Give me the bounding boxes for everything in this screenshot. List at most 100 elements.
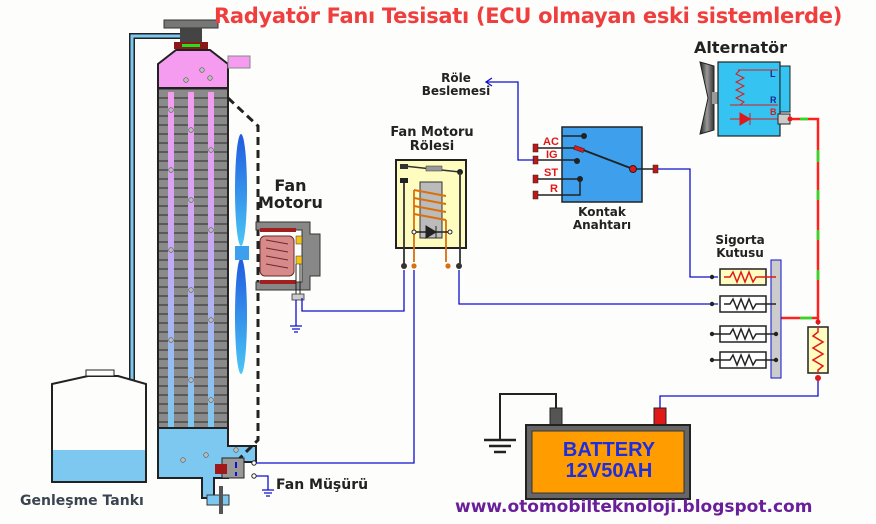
wire-thermoswitch-ground [256,475,269,490]
battery-label-area [531,430,685,494]
label-fan-motor-relay: Fan Motoru Rölesi [384,126,480,153]
expansion-tank-coolant [53,450,145,481]
relay-pin [445,263,451,269]
drain-cock-handle [219,486,223,514]
battery-label-line2: 12V50AH [565,460,653,482]
label-line: Beslemesi [421,83,491,98]
label-relay-supply: Röle Beslemesi [420,72,492,97]
label-ignition-switch: Kontak Anahtarı [560,206,644,231]
label-line: Fan [274,176,307,195]
relay-pin [456,263,462,269]
battery [525,407,691,500]
coolant-bubbles [168,67,239,463]
radiator-tube [188,92,194,428]
label-line: Kontak [578,205,626,219]
brush [295,255,303,265]
battery-positive-terminal [653,407,667,427]
ignition-switch-body [561,126,643,203]
fuse-box [709,259,829,379]
fuse-busbar [770,259,782,379]
alternator-terminal-r: R [770,95,777,105]
terminal-ig: IG [546,149,558,161]
alternator-diode [739,112,751,126]
terminal-r: R [550,183,558,195]
relay-diode [425,225,437,239]
armature [259,235,295,277]
fan-motor-housing [255,221,321,291]
upper-hose [227,55,251,69]
ignition-switch-lever [577,147,634,170]
alternator-terminal-b: B [770,107,777,117]
radiator-tube [208,92,214,428]
relay-pin [411,263,417,269]
brush [295,235,303,245]
fan-blade-bottom [235,258,247,374]
terminal-ac: AC [543,136,559,148]
battery-label-line1: BATTERY [562,439,656,461]
wire-battery-positive [659,378,819,410]
field-coil-bottom [260,280,296,284]
fan-thermoswitch [215,457,257,479]
label-line: Rölesi [409,138,455,154]
wire-battery-negative [499,393,557,440]
ground-icon [262,489,274,497]
fan-motor-relay [395,159,467,269]
label-expansion-tank: Genleşme Tankı [20,493,144,509]
radiator-tube [168,92,174,428]
radiator [129,19,257,514]
radiator-cap [163,19,219,29]
footer-url[interactable]: www.otomobilteknoloji.blogspot.com [455,497,813,517]
fan-assembly [226,96,260,472]
alternator [699,61,791,137]
alternator-body [717,61,781,137]
battery-label: BATTERY 12V50AH [540,440,678,482]
wire-relay-to-motor [301,270,405,312]
terminal-st: ST [544,167,559,179]
ground-icon [290,325,302,333]
fuse [712,325,776,343]
label-line: Fan Motoru [390,125,474,140]
main-fuse [807,326,829,374]
ground-symbols [262,325,302,497]
label-fan-motor: Fan Motoru [258,176,323,212]
label-line: Röle [441,71,471,85]
radiator-cap-spring [180,28,202,42]
alternator-pulley [699,61,715,135]
alternator-winding [734,69,746,106]
wire-relay-to-fuse [458,270,718,305]
drain-cock [206,494,230,506]
signal-wires [256,77,819,490]
relay-coil-winding [413,189,447,221]
label-alternator: Alternatör [694,38,787,57]
label-fuse-box: Sigorta Kutusu [708,234,772,259]
fuse [712,351,776,369]
label-line: Sigorta [715,233,765,247]
wire-relay-to-thermoswitch [256,270,415,464]
alternator-terminal-l: L [770,69,776,79]
diagram-title: Radyatör Fanı Tesisatı (ECU olmayan eski… [214,4,843,28]
power-wires [774,117,820,322]
label-line: Anahtarı [572,217,632,232]
ignition-switch [532,126,659,203]
expansion-tank [51,369,147,483]
relay-supply-arrow [484,77,493,87]
field-coil-top [260,228,296,232]
fan-motor-connector [291,293,305,301]
radiator-top-tank [157,49,229,89]
fuse [719,268,776,286]
label-line: Motoru [258,192,323,212]
fan-blade-top [235,134,247,246]
relay-pin [401,263,407,269]
ground-icon [484,438,516,454]
wire-ignition-to-fuse [658,168,718,278]
expansion-tank-cap [85,369,115,377]
battery-negative-terminal [549,407,563,427]
overflow-pipe [130,34,190,460]
thermoswitch-sensor [215,464,227,474]
fan-motor [255,221,321,301]
fuse [719,295,776,313]
label-fan-switch: Fan Müşürü [276,477,369,493]
label-line: Kutusu [716,245,764,260]
